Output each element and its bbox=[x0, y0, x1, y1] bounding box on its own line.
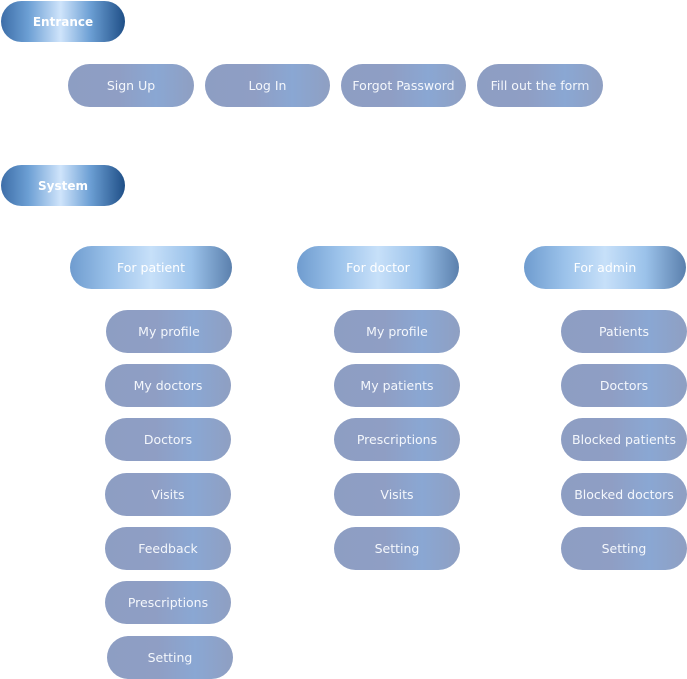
log-in-button[interactable]: Log In bbox=[205, 64, 330, 107]
doctor-setting-button[interactable]: Setting bbox=[334, 527, 460, 570]
for-doctor-pill: For doctor bbox=[297, 246, 459, 289]
patient-my-profile-button[interactable]: My profile bbox=[106, 310, 232, 353]
sign-up-button[interactable]: Sign Up bbox=[68, 64, 194, 107]
admin-doctors-button[interactable]: Doctors bbox=[561, 364, 687, 407]
system-section-pill: System bbox=[1, 165, 125, 206]
doctor-prescriptions-button[interactable]: Prescriptions bbox=[334, 418, 460, 461]
patient-my-doctors-button[interactable]: My doctors bbox=[105, 364, 231, 407]
admin-setting-button[interactable]: Setting bbox=[561, 527, 687, 570]
for-admin-pill: For admin bbox=[524, 246, 686, 289]
admin-blocked-doctors-button[interactable]: Blocked doctors bbox=[561, 473, 687, 516]
forgot-password-button[interactable]: Forgot Password bbox=[341, 64, 466, 107]
fill-out-form-button[interactable]: Fill out the form bbox=[477, 64, 603, 107]
patient-visits-button[interactable]: Visits bbox=[105, 473, 231, 516]
for-patient-pill: For patient bbox=[70, 246, 232, 289]
patient-setting-button[interactable]: Setting bbox=[107, 636, 233, 679]
patient-prescriptions-button[interactable]: Prescriptions bbox=[105, 581, 231, 624]
entrance-section-pill: Entrance bbox=[1, 1, 125, 42]
doctor-my-patients-button[interactable]: My patients bbox=[334, 364, 460, 407]
doctor-visits-button[interactable]: Visits bbox=[334, 473, 460, 516]
admin-blocked-patients-button[interactable]: Blocked patients bbox=[561, 418, 687, 461]
doctor-my-profile-button[interactable]: My profile bbox=[334, 310, 460, 353]
patient-feedback-button[interactable]: Feedback bbox=[105, 527, 231, 570]
patient-doctors-button[interactable]: Doctors bbox=[105, 418, 231, 461]
admin-patients-button[interactable]: Patients bbox=[561, 310, 687, 353]
